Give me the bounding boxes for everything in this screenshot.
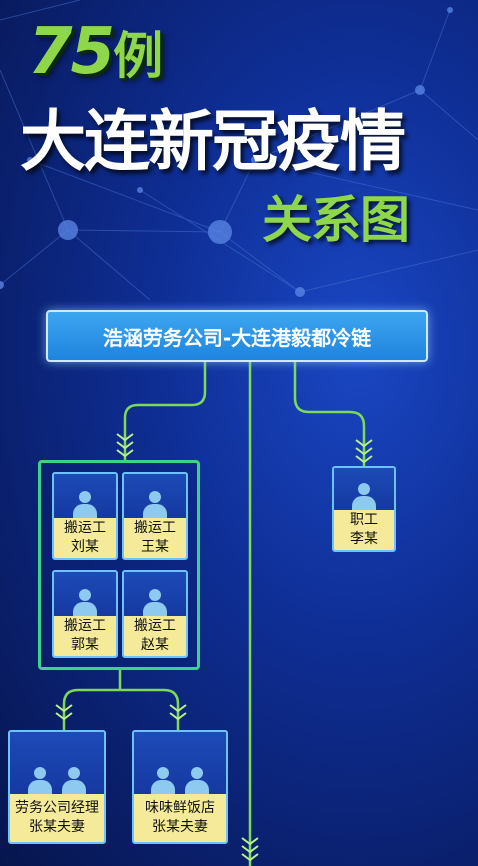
- member-name: 郭某: [71, 637, 99, 653]
- root-company-banner: 浩涵劳务公司-大连港毅都冷链: [46, 310, 428, 362]
- person-icon: [72, 490, 98, 520]
- person-icon: [351, 482, 377, 512]
- member-name: 刘某: [71, 539, 99, 555]
- member-role: 搬运工: [64, 618, 106, 634]
- contact-role: 味味鲜饭店: [145, 800, 215, 816]
- case-count: 75: [28, 15, 115, 89]
- person-icon: [27, 766, 53, 796]
- person-icon: [150, 766, 176, 796]
- person-icon: [61, 766, 87, 796]
- case-count-unit: 例: [113, 27, 164, 85]
- contact-name: 张某夫妻: [29, 819, 85, 835]
- member-name: 赵某: [141, 637, 169, 653]
- member-card-zhao: 搬运工赵某: [122, 570, 188, 658]
- contact-card-manager: 劳务公司经理张某夫妻: [8, 730, 106, 844]
- contact-card-restaurant: 味味鲜饭店张某夫妻: [132, 730, 228, 844]
- contact-role: 劳务公司经理: [15, 800, 99, 816]
- member-role: 搬运工: [64, 520, 106, 536]
- employee-role: 职工: [350, 512, 378, 528]
- main-title: 大连新冠疫情: [20, 103, 406, 180]
- member-name: 王某: [141, 539, 169, 555]
- person-icon: [142, 490, 168, 520]
- employee-name: 李某: [350, 531, 378, 547]
- member-role: 搬运工: [134, 520, 176, 536]
- member-role: 搬运工: [134, 618, 176, 634]
- person-icon: [72, 588, 98, 618]
- network-background-decoration: [0, 0, 478, 300]
- case-count-heading: 75例: [28, 20, 163, 88]
- employee-card-li: 职工李某: [332, 466, 396, 552]
- person-icon: [142, 588, 168, 618]
- member-card-guo: 搬运工郭某: [52, 570, 118, 658]
- member-card-wang: 搬运工王某: [122, 472, 188, 560]
- member-card-liu: 搬运工刘某: [52, 472, 118, 560]
- contact-name: 张某夫妻: [152, 819, 208, 835]
- sub-title: 关系图: [262, 191, 410, 249]
- person-icon: [184, 766, 210, 796]
- root-company-label: 浩涵劳务公司-大连港毅都冷链: [102, 325, 372, 350]
